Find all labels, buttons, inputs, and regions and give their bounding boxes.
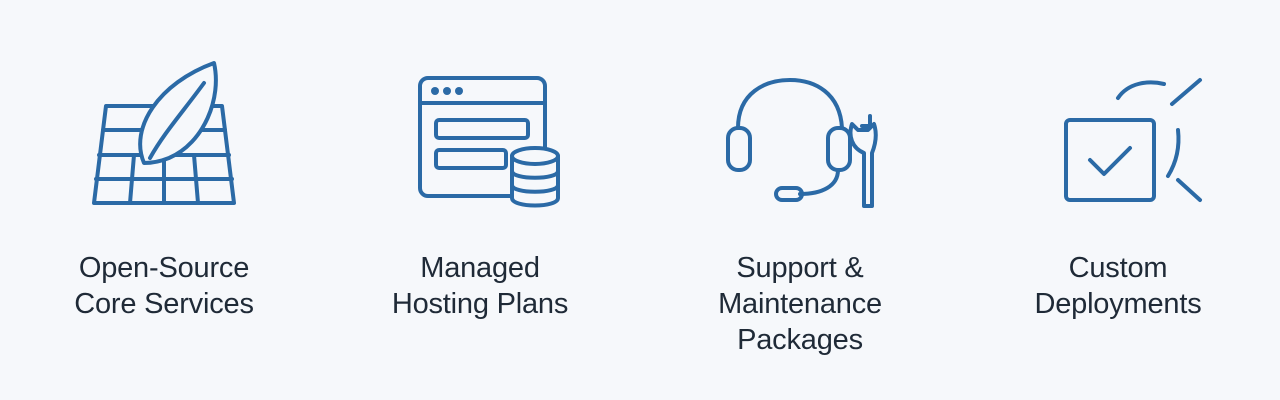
headset-wrench-icon <box>710 58 890 213</box>
label-line: Packages <box>737 324 863 356</box>
label-line: Core Services <box>74 288 254 320</box>
feature-label: Support & Maintenance Packages <box>660 250 940 358</box>
feature-open-source: Open-Source Core Services <box>24 0 304 400</box>
feature-custom-deployments: Custom Deployments <box>978 0 1258 400</box>
label-line: Open-Source <box>78 252 250 284</box>
label-line: Hosting Plans <box>391 288 569 320</box>
browser-database-icon <box>390 58 570 213</box>
label-line: Custom <box>1068 252 1168 284</box>
feature-label: Managed Hosting Plans <box>340 250 620 322</box>
feature-label: Open-Source Core Services <box>24 250 304 322</box>
label-line: Deployments <box>1034 288 1202 320</box>
label-line: Maintenance <box>718 288 882 320</box>
feature-label: Custom Deployments <box>978 250 1258 322</box>
label-line: Managed <box>420 252 540 284</box>
label-line: Support & <box>736 252 864 284</box>
feature-managed-hosting: Managed Hosting Plans <box>340 0 620 400</box>
feature-support-maintenance: Support & Maintenance Packages <box>660 0 940 400</box>
leaf-grid-icon <box>74 58 254 213</box>
checkbox-magnifier-icon <box>1028 58 1208 213</box>
